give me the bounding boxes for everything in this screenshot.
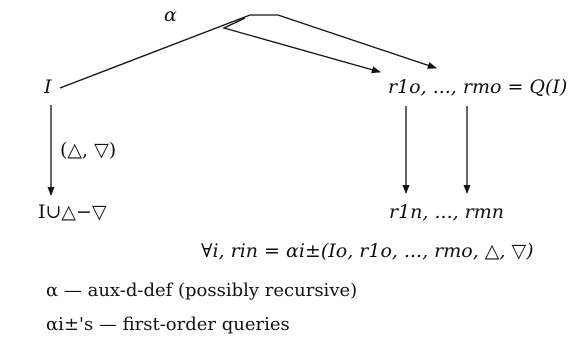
result-node-text: I∪△−▽ (38, 201, 107, 223)
alpha-arrow-inner (222, 17, 381, 74)
source-node: I (44, 76, 52, 98)
result-node: I∪△−▽ (38, 203, 107, 222)
legend-line-alpha: α — aux-d-def (possibly recursive) (46, 280, 358, 301)
legend-line-queries: αi±'s — first-order queries (46, 314, 290, 335)
update-equation: ∀i, rin = αi±(Io, r1o, ..., rmo, △, ▽) (201, 240, 534, 262)
delta-edge-label: (△, ▽) (60, 139, 117, 161)
old-relations-node: r1o, ..., rmo = Q(I) (388, 76, 568, 98)
alpha-arrow-outer (59, 14, 437, 89)
new-relations-node: r1n, ..., rmn (389, 201, 505, 223)
alpha-edge-label: α (164, 4, 177, 26)
